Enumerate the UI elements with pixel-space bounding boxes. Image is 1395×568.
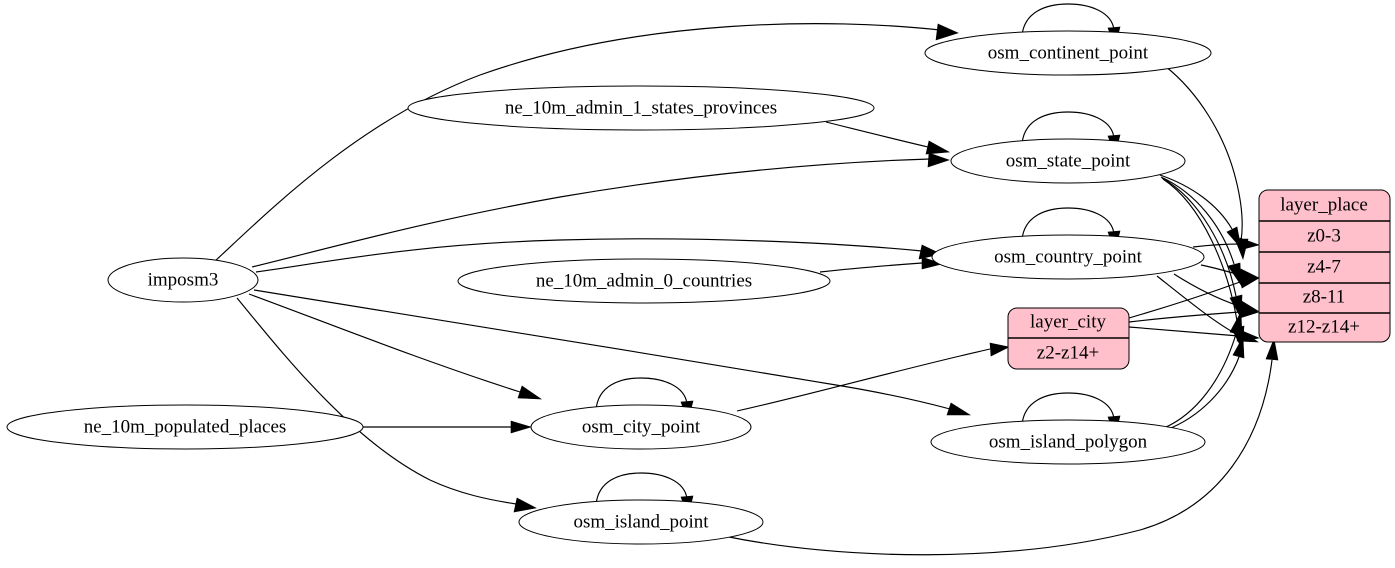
edge-ne-admin1-to-osm-state-point [825, 121, 951, 155]
edge-imposm3-to-osm-island-polygon [253, 289, 972, 416]
node-osm-continent-point[interactable]: osm_continent_point [924, 30, 1212, 76]
edge-layer-city-to-layer-place-z4-7 [1128, 275, 1260, 319]
edge-imposm3-to-osm-country-point [255, 238, 942, 273]
edge-layer-city-to-layer-place-z12-z14 [1128, 326, 1261, 343]
edge-imposm3-to-osm-state-point [251, 152, 950, 268]
node-layer-place[interactable]: layer_place z0-3 z4-7 z8-11 z12-z14+ [1258, 189, 1391, 343]
edge-layer-city-to-layer-place-z8-11 [1128, 305, 1260, 323]
edge-osm-state-point-to-layer-place-z0-3 [1159, 174, 1242, 250]
node-imposm3[interactable]: imposm3 [107, 257, 259, 303]
edge-osm-island-point-to-layer-place-z12-z14 [723, 337, 1279, 556]
edge-imposm3-to-osm-island-point [236, 297, 537, 513]
edge-osm-island-polygon-to-layer-place-z12-z14 [1165, 335, 1245, 431]
edge-osm-city-point-to-layer-city-z2-z14 [736, 342, 1010, 412]
edge-ne-populated-to-osm-city-point [363, 420, 533, 434]
node-layer-city[interactable]: layer_city z2-z14+ [1007, 307, 1130, 370]
edge-ne-admin0-to-osm-country-point [819, 256, 944, 273]
edge-imposm3-to-osm-city-point [248, 293, 543, 400]
node-ne-10m-populated-places[interactable]: ne_10m_populated_places [6, 404, 364, 450]
edge-osm-country-point-to-layer-place-z0-3 [1192, 237, 1260, 251]
edge-imposm3-to-osm-continent-point [213, 23, 959, 263]
node-osm-island-polygon[interactable]: osm_island_polygon [930, 419, 1206, 465]
node-osm-country-point[interactable]: osm_country_point [931, 234, 1205, 280]
edge-osm-island-polygon-to-layer-place-z8-11 [1163, 310, 1243, 429]
node-osm-state-point[interactable]: osm_state_point [950, 138, 1186, 184]
node-ne-10m-admin-0-countries[interactable]: ne_10m_admin_0_countries [457, 258, 831, 304]
node-osm-city-point[interactable]: osm_city_point [530, 404, 752, 450]
node-ne-10m-admin-1-states-provinces[interactable]: ne_10m_admin_1_states_provinces [407, 85, 875, 131]
edges-layer [213, 3, 1279, 556]
node-osm-island-point[interactable]: osm_island_point [518, 499, 764, 545]
